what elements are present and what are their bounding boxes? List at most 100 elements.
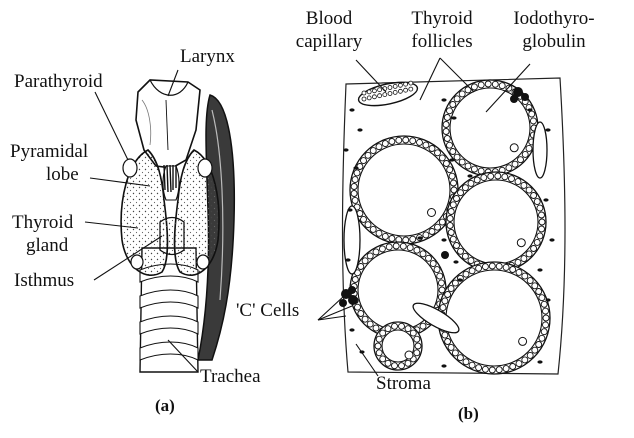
follicle-cell bbox=[496, 367, 502, 373]
follicle-cell bbox=[495, 173, 501, 179]
follicle-cell bbox=[489, 263, 495, 269]
follicle-cell bbox=[449, 173, 455, 179]
follicle-cell bbox=[462, 253, 468, 259]
stroma-speck bbox=[545, 128, 550, 131]
follicle-cell bbox=[515, 259, 521, 265]
follicle-cell bbox=[405, 360, 411, 366]
red-blood-cell bbox=[404, 88, 408, 92]
follicle-cell bbox=[539, 295, 545, 301]
follicle-cell bbox=[389, 139, 395, 145]
follicle-cell bbox=[420, 323, 426, 329]
follicle-cell bbox=[351, 184, 357, 190]
follicle-cell bbox=[376, 350, 382, 356]
follicle-cell bbox=[362, 258, 368, 264]
follicle-cell bbox=[459, 159, 465, 165]
follicle-cell bbox=[521, 256, 527, 262]
follicle-cell bbox=[442, 332, 448, 338]
follicle-cell bbox=[450, 202, 456, 208]
follicle-cell bbox=[429, 146, 435, 152]
follicle-cell bbox=[358, 264, 364, 270]
follicle-cell bbox=[443, 122, 449, 128]
stroma-speck bbox=[457, 278, 462, 281]
label-iodothyroglobulin-line1: Iodothyro- bbox=[496, 8, 612, 29]
follicle-cell bbox=[396, 137, 402, 143]
follicle-cell bbox=[423, 232, 429, 238]
follicle-cell bbox=[496, 263, 502, 269]
follicle-cell bbox=[510, 267, 516, 273]
follicle-cell bbox=[380, 356, 386, 362]
follicle-cell bbox=[373, 249, 379, 255]
red-blood-cell bbox=[398, 89, 402, 93]
follicle-cell bbox=[410, 138, 416, 144]
follicle-cell bbox=[465, 163, 471, 169]
follicle-cell bbox=[469, 362, 475, 368]
follicle-cell bbox=[438, 280, 444, 286]
follicle-cell bbox=[392, 323, 398, 329]
follicle-cell bbox=[386, 244, 392, 250]
label-pyramidal-lobe-line2: lobe bbox=[46, 164, 79, 185]
label-thyroid-follicles-line2: follicles bbox=[400, 31, 484, 52]
follicle-cell bbox=[471, 166, 477, 172]
follicle-cell bbox=[400, 243, 406, 249]
follicle-cell bbox=[430, 261, 436, 267]
follicle-cell bbox=[352, 277, 358, 283]
stroma-speck bbox=[417, 236, 422, 239]
follicle-cell bbox=[489, 367, 495, 373]
follicle-cell bbox=[541, 301, 547, 307]
label-thyroid-gland-line2: gland bbox=[26, 235, 68, 256]
follicle-cell bbox=[454, 96, 460, 102]
follicle-cell bbox=[521, 182, 527, 188]
follicle-cell bbox=[447, 223, 453, 229]
follicle-cell bbox=[443, 161, 449, 167]
follicle-cell bbox=[403, 137, 409, 143]
follicle-cell bbox=[448, 286, 454, 292]
follicle-cell bbox=[492, 81, 498, 87]
thyroid-follicle bbox=[374, 322, 422, 370]
follicle-cell bbox=[474, 177, 480, 183]
thyroid-anatomy-drawing bbox=[85, 70, 234, 372]
follicle-cell bbox=[485, 81, 491, 87]
follicle-cell bbox=[451, 180, 457, 186]
follicle-cell bbox=[476, 365, 482, 371]
parathyroid-gland-1 bbox=[123, 159, 137, 177]
red-blood-cell bbox=[367, 96, 371, 100]
label-thyroid-follicles-line1: Thyroid bbox=[400, 8, 484, 29]
caption-panel-a: (a) bbox=[155, 396, 175, 416]
follicle-cell bbox=[526, 251, 532, 257]
red-blood-cell bbox=[388, 86, 392, 90]
follicle-cell bbox=[543, 308, 549, 314]
follicle-cell bbox=[447, 167, 453, 173]
follicle-cell bbox=[518, 157, 524, 163]
red-blood-cell bbox=[372, 95, 376, 99]
follicle-cell bbox=[448, 230, 454, 236]
follicle-cell bbox=[434, 267, 440, 273]
stroma-speck bbox=[537, 268, 542, 271]
follicle-cell bbox=[509, 176, 515, 182]
follicle-cell bbox=[380, 330, 386, 336]
follicle-cell bbox=[488, 173, 494, 179]
follicle-cell bbox=[454, 196, 460, 202]
follicle-cell bbox=[355, 304, 361, 310]
follicle-cell bbox=[531, 246, 537, 252]
thyroid-follicle bbox=[446, 172, 546, 272]
follicle-cell bbox=[543, 322, 549, 328]
parathyroid-gland-3 bbox=[131, 255, 143, 269]
red-blood-cell bbox=[409, 81, 413, 85]
stroma-speck bbox=[347, 208, 352, 211]
thyroid-follicle bbox=[350, 136, 458, 244]
stroma-speck bbox=[527, 108, 532, 111]
follicle-cell bbox=[352, 197, 358, 203]
follicle-cell bbox=[361, 216, 367, 222]
follicle-cell bbox=[405, 326, 411, 332]
follicle-cell bbox=[471, 84, 477, 90]
follicle-cell bbox=[415, 343, 421, 349]
follicle-cell bbox=[510, 364, 516, 370]
follicle-cell bbox=[462, 185, 468, 191]
follicle-cell bbox=[447, 216, 453, 222]
follicle-cell bbox=[522, 151, 528, 157]
follicle-cell bbox=[469, 268, 475, 274]
follicle-cell bbox=[417, 139, 423, 145]
follicle-cell bbox=[445, 339, 451, 345]
follicle-cell bbox=[526, 187, 532, 193]
